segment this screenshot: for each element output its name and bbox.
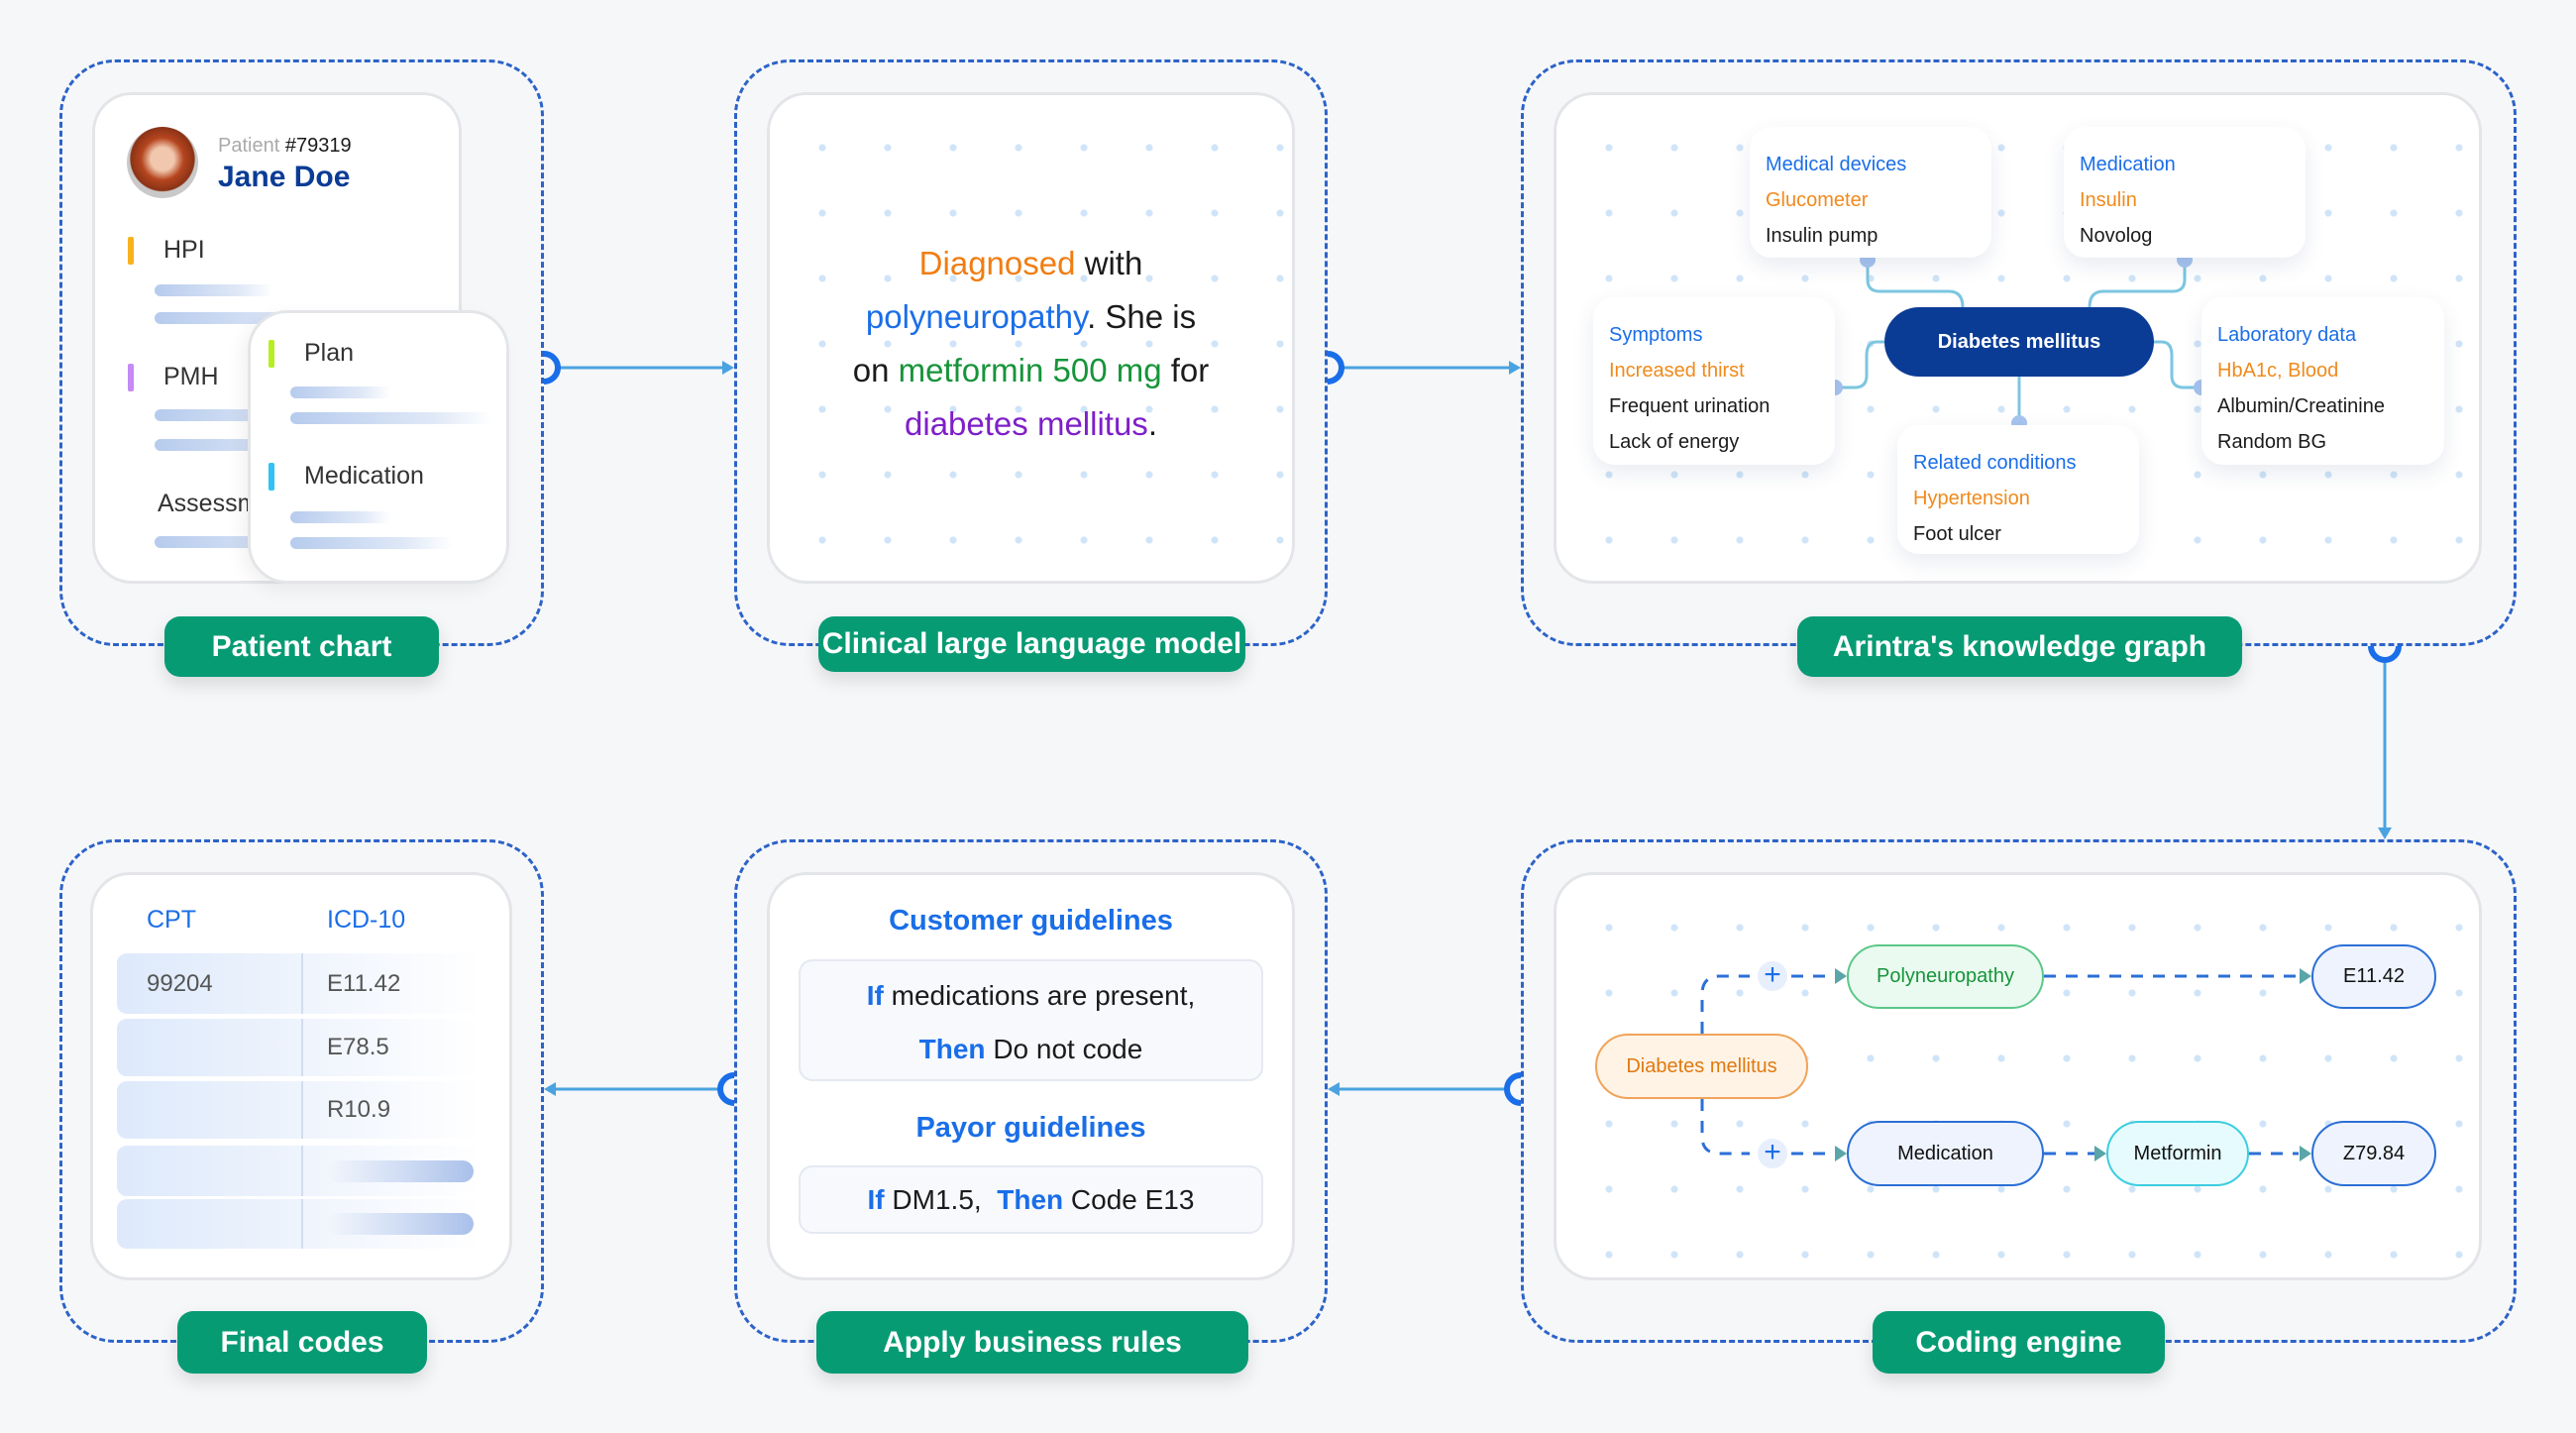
section-hpi[interactable]: HPI [128,236,205,265]
section-plan[interactable]: Plan [268,339,354,368]
node-medication[interactable]: Medication [1847,1121,2044,1186]
node-metformin[interactable]: Metformin [2106,1121,2249,1186]
node-polyneuropathy[interactable]: Polyneuropathy [1847,944,2044,1009]
plus-icon[interactable]: + [1758,1138,1787,1168]
customer-guidelines-title: Customer guidelines [889,905,1173,937]
patient-id: Patient #79319 [218,135,352,157]
payor-guidelines-title: Payor guidelines [915,1112,1146,1144]
llm-sentence: Diagnosed with polyneuropathy. She is on… [852,245,1210,442]
section-medication[interactable]: Medication [268,462,424,491]
label-patient-chart: Patient chart [164,616,439,677]
node-code-e11-42[interactable]: E11.42 [2311,944,2436,1009]
node-diabetes-mellitus[interactable]: Diabetes mellitus [1595,1034,1808,1099]
patient-avatar [127,127,198,198]
header-icd10: ICD-10 [327,906,406,934]
code-row-placeholder [117,1199,482,1249]
section-pmh[interactable]: PMH [128,363,219,391]
section-assessment[interactable]: Assessment [158,490,252,517]
customer-rule: If medications are present, Then Do not … [799,959,1263,1081]
label-knowledge-graph: Arintra's knowledge graph [1797,616,2242,677]
label-final-codes: Final codes [177,1311,427,1374]
header-cpt: CPT [147,906,196,934]
patient-name: Jane Doe [218,161,351,193]
kg-center-node[interactable]: Diabetes mellitus [1884,307,2154,377]
code-row[interactable]: E78.5 [117,1019,482,1076]
llm-card: Diagnosed with polyneuropathy. She is on… [767,92,1295,584]
label-coding-engine: Coding engine [1873,1311,2165,1374]
node-code-z79-84[interactable]: Z79.84 [2311,1121,2436,1186]
payor-rule: If DM1.5, Then Code E13 [799,1165,1263,1234]
code-row[interactable]: R10.9 [117,1081,482,1139]
label-business-rules: Apply business rules [816,1311,1248,1374]
code-row-placeholder [117,1146,482,1196]
plus-icon[interactable]: + [1758,960,1787,991]
label-llm: Clinical large language model [818,616,1245,672]
plan-overlay-card: Plan Medication [248,310,509,584]
